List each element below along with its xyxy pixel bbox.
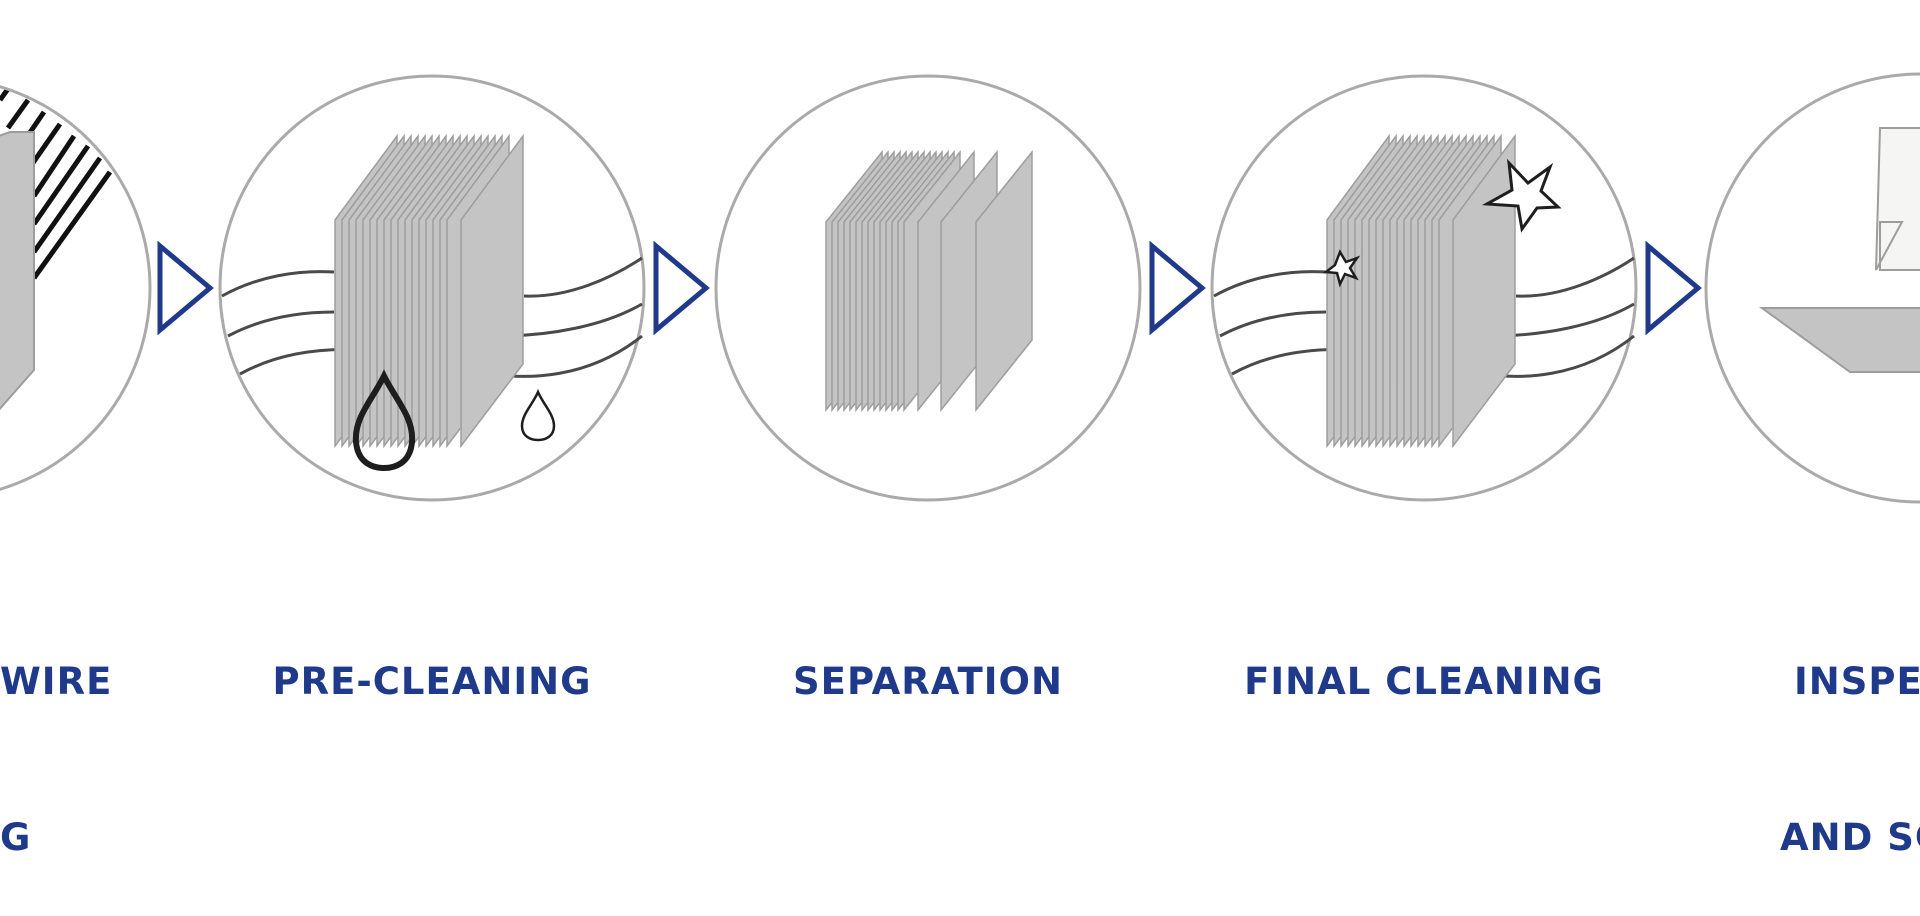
flow-arrow-1	[157, 240, 214, 336]
step-separation-circle	[714, 74, 1142, 502]
label-line-1: PRE-CLEANING	[272, 660, 592, 703]
plate-stack-icon	[825, 149, 1033, 413]
step-final-cleaning-circle	[1210, 74, 1638, 502]
drop-icon	[352, 369, 416, 472]
label-line-1: FINAL CLEANING	[1244, 660, 1604, 703]
step-label-wire-sawing: WIRE G	[0, 552, 113, 916]
small-drop-icon	[520, 388, 556, 442]
inspection-panel-icon	[1875, 127, 1920, 271]
step-label-inspection: INSPEC AND SC	[1780, 552, 1920, 916]
step-label-final-cleaning: FINAL CLEANING	[1224, 552, 1624, 760]
wafer-stack-icon	[1326, 133, 1516, 449]
flow-arrow-3	[1149, 240, 1206, 336]
sparkle-large-icon	[1481, 158, 1562, 233]
label-line-2: G	[0, 816, 32, 859]
step-wire-sawing-circle	[0, 84, 152, 491]
wafer-block	[0, 131, 35, 421]
wafer-plate	[460, 133, 524, 449]
flow-arrow-2	[653, 240, 710, 336]
label-line-1: SEPARATION	[793, 660, 1063, 703]
label-line-1: INSPEC	[1794, 660, 1920, 703]
wafer-plate	[1452, 133, 1516, 449]
sparkle-small-icon	[1322, 249, 1361, 288]
flow-arrow-4	[1645, 240, 1702, 336]
process-flow-diagram	[0, 72, 1920, 504]
wafer-plate	[975, 149, 1033, 413]
step-pre-cleaning-circle	[218, 74, 646, 502]
step-label-separation: SEPARATION	[728, 552, 1128, 760]
step-label-pre-cleaning: PRE-CLEANING	[232, 552, 632, 760]
label-line-1: WIRE	[0, 660, 113, 703]
inspection-tray-icon	[1758, 307, 1920, 373]
wafer-stack-icon	[334, 133, 524, 449]
step-inspection-circle	[1704, 72, 1920, 504]
label-line-2: AND SC	[1780, 816, 1920, 859]
